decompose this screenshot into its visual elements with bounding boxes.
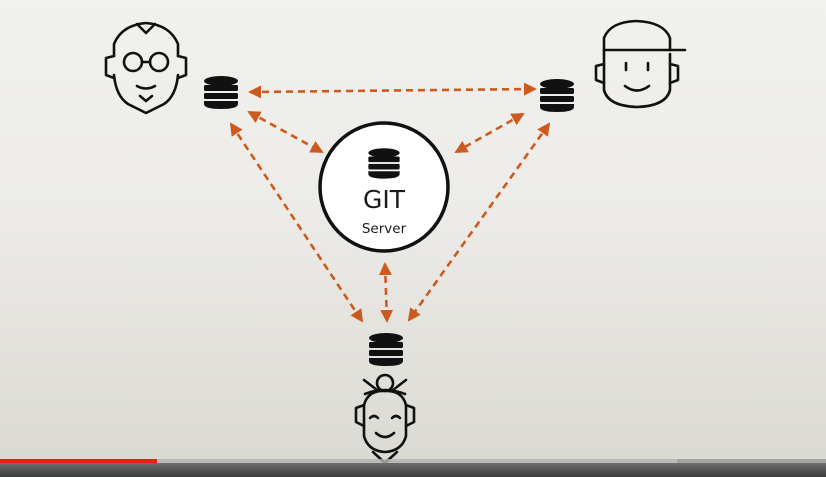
- player-controls-bar: [0, 463, 826, 477]
- developer-glasses-beard-icon: [104, 21, 188, 115]
- database-icon: [540, 79, 574, 112]
- sync-arrows: [229, 82, 551, 323]
- database-icon: [204, 76, 238, 109]
- video-progress-bar[interactable]: [0, 459, 826, 463]
- developer-cap-icon: [594, 19, 687, 109]
- git-server: GIT Server: [318, 121, 450, 253]
- arrow-top-right-to-server: [454, 112, 525, 154]
- arrow-top-left-to-bottom: [229, 122, 364, 323]
- arrow-server-to-bottom: [378, 262, 394, 323]
- server-title: GIT: [363, 185, 406, 214]
- arrow-top-left-to-server: [247, 110, 324, 154]
- arrow-top-right-to-bottom: [407, 122, 551, 322]
- arrow-top-left-to-top-right: [248, 82, 537, 99]
- developer-hair-bun-icon: [354, 373, 416, 465]
- progress-buffer: [0, 459, 678, 463]
- server-subtitle: Server: [362, 221, 407, 237]
- database-icon: [369, 333, 403, 366]
- progress-fill: [0, 459, 157, 463]
- server-circle: [318, 121, 450, 253]
